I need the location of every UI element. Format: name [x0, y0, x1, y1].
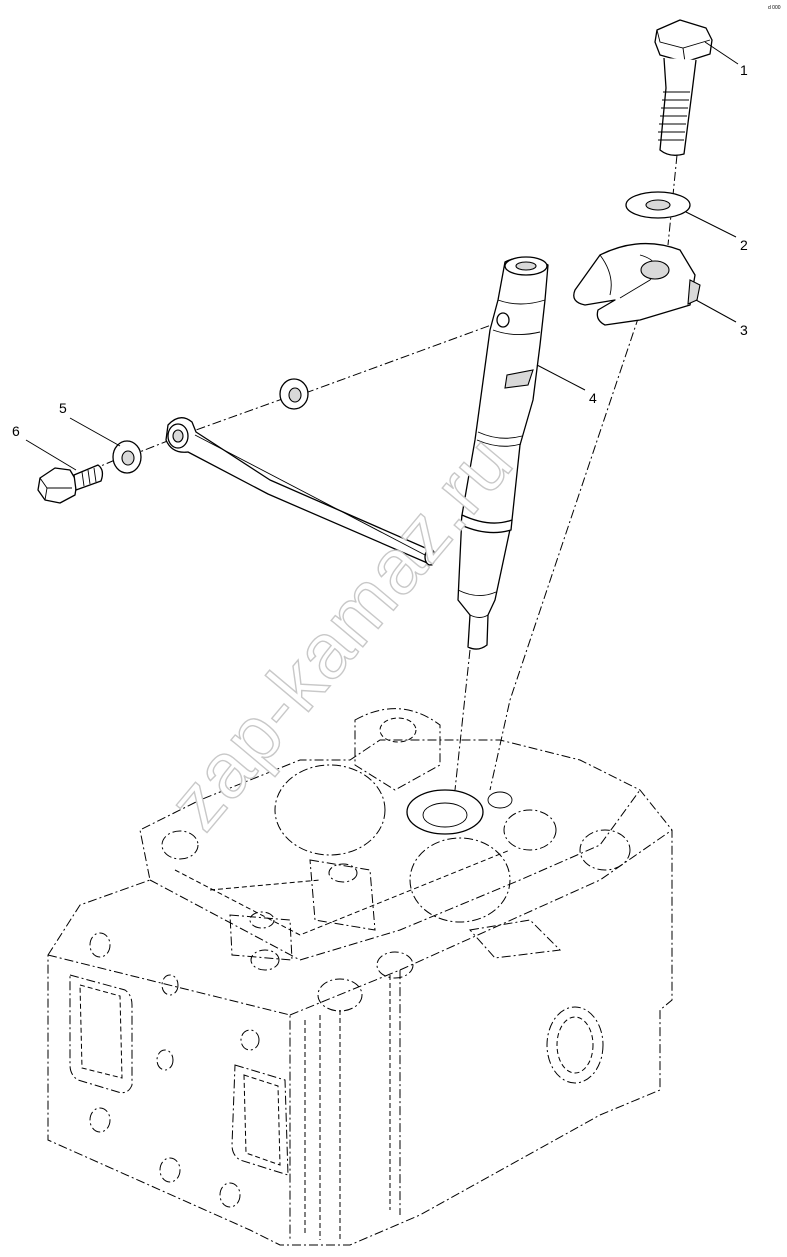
callout-number: 6 — [12, 423, 20, 439]
return-pipe — [165, 417, 436, 566]
callout-1: 1 — [704, 41, 748, 78]
callout-4: 4 — [536, 364, 597, 406]
callout-2: 2 — [685, 211, 748, 253]
sealing-washer — [112, 440, 142, 474]
injector-bore — [406, 789, 484, 835]
callout-6: 6 — [12, 423, 77, 471]
assembly-lines — [95, 154, 678, 791]
callout-number: 3 — [740, 322, 748, 338]
corner-mark: d 000 — [768, 5, 781, 11]
injector-clamp — [573, 242, 701, 326]
callout-3: 3 — [695, 299, 748, 338]
banjo-bolt — [37, 464, 104, 504]
bolt — [654, 19, 713, 156]
callout-number: 5 — [59, 400, 67, 416]
washer — [625, 191, 691, 219]
callout-number: 2 — [740, 237, 748, 253]
callout-number: 4 — [589, 390, 597, 406]
callout-5: 5 — [59, 400, 121, 447]
callout-number: 1 — [740, 62, 748, 78]
cylinder-head — [47, 708, 673, 1246]
injector — [457, 256, 549, 650]
pipe-sealing-washer — [279, 378, 309, 410]
